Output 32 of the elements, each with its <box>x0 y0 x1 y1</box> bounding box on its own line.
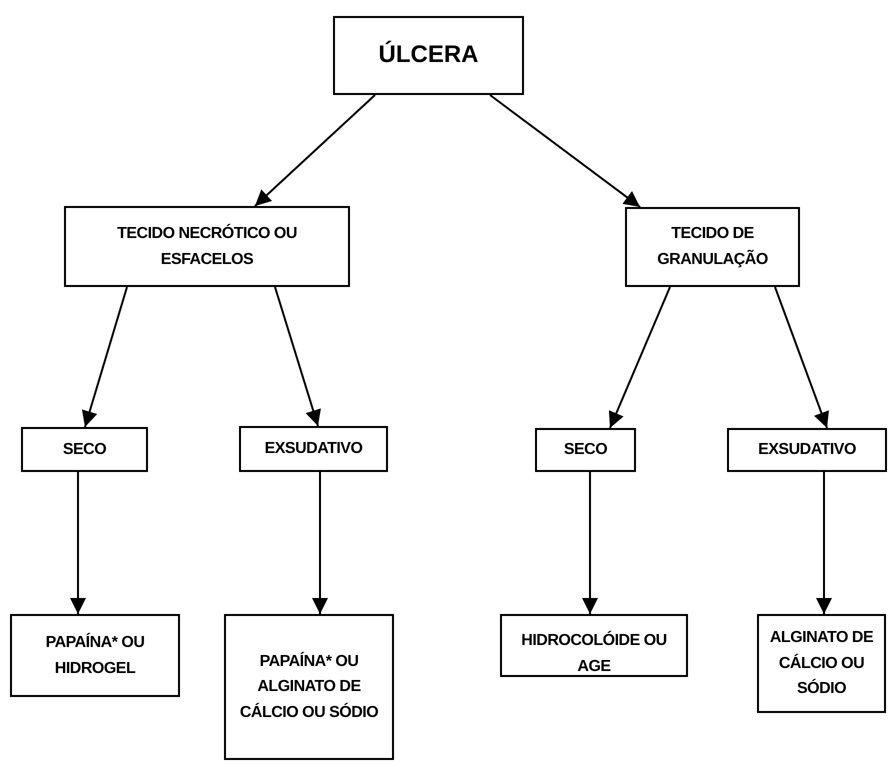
process-box <box>535 428 636 472</box>
process-box <box>757 614 886 713</box>
box-label: TECIDO DE GRANULAÇÃO <box>656 224 769 270</box>
arrow <box>816 472 832 614</box>
box-label: PAPAÍNA* OU HIDROGEL <box>44 632 146 678</box>
box-label: ÚLCERA <box>378 40 478 70</box>
box-label: SECO <box>564 440 608 460</box>
box-label: TECIDO NECRÓTICO OU ESFACELOS <box>116 222 298 270</box>
arrow <box>82 286 128 428</box>
arrow <box>774 286 829 428</box>
arrow <box>312 472 328 614</box>
box-label: SECO <box>62 440 106 460</box>
box-label: HIDROCOLÓIDE OU AGE <box>520 630 668 677</box>
process-box <box>333 16 524 95</box>
arrow <box>489 94 641 208</box>
process-box <box>625 207 800 287</box>
process-box <box>21 427 148 472</box>
process-box <box>500 614 688 677</box>
arrow <box>70 472 86 614</box>
arrow <box>254 94 376 207</box>
box-label: PAPAÍNA* OU ALGINATO DE CÁLCIO OU SÓDIO <box>238 650 380 723</box>
process-box <box>64 206 350 287</box>
arrow <box>274 286 321 426</box>
process-box <box>727 428 887 472</box>
box-label: EXSUDATIVO <box>264 439 362 460</box>
arrow <box>608 286 671 428</box>
box-label: EXSUDATIVO <box>758 440 856 460</box>
process-box <box>10 614 180 697</box>
box-label: ALGINATO DE CÁLCIO OU SÓDIO <box>768 628 874 700</box>
process-box <box>239 426 388 472</box>
process-box <box>224 614 394 760</box>
arrow <box>582 472 598 614</box>
